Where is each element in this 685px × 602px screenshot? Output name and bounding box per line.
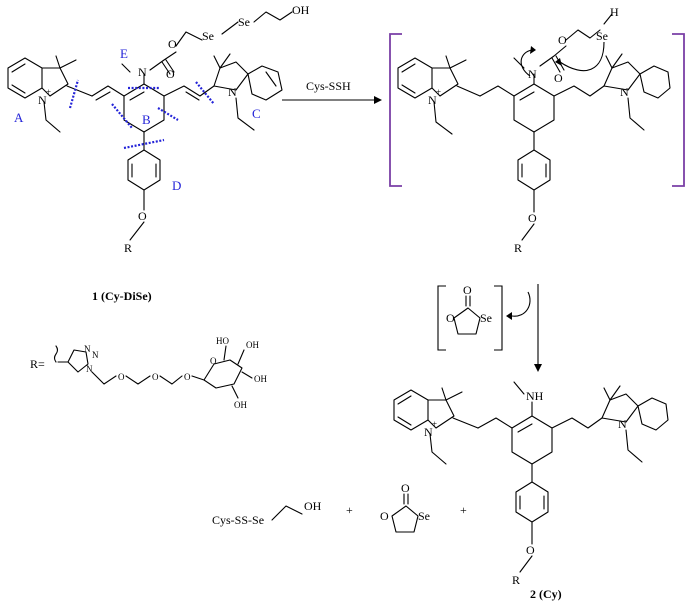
- byproduct-selenocarbonate-se: Se: [418, 509, 430, 523]
- fragment-e-label: E: [120, 46, 128, 61]
- r-group-prefix: R=: [30, 357, 45, 371]
- compound1-n-right: N: [228, 85, 237, 99]
- fragment-b-label: B: [142, 112, 151, 127]
- peg-o-2: O: [152, 372, 159, 382]
- byproduct-oh: OH: [304, 499, 322, 513]
- intermediate-o-carbonyl: O: [554, 71, 563, 85]
- plus-sign-1: +: [346, 503, 353, 517]
- cut-line-b-right: [157, 107, 179, 121]
- left-bracket: [389, 33, 402, 187]
- compound-2-structure: N + N NH O R: [393, 381, 669, 587]
- compound2-nh: NH: [526, 389, 544, 403]
- sugar-oh-3: OH: [234, 400, 247, 410]
- intermediate-r: R: [514, 241, 522, 255]
- triazole-n-2: N: [92, 350, 99, 360]
- compound1-n-carbamate: N: [138, 65, 147, 79]
- peg-o-1: O: [118, 372, 125, 382]
- intermediate-n-carbamate: N: [528, 67, 537, 81]
- cut-line-a: [68, 79, 80, 109]
- cut-line-d: [123, 138, 165, 150]
- intermediate-structure: N + N N O O Se H O R: [389, 5, 685, 255]
- compound1-plus-charge: +: [46, 87, 51, 97]
- right-bracket: [672, 33, 685, 187]
- compound2-plus-charge: +: [432, 419, 437, 429]
- compound1-o-carbonyl: O: [166, 67, 175, 81]
- cut-line-c: [195, 81, 215, 105]
- compound2-nplus: N: [424, 425, 433, 439]
- compound1-nplus: N: [38, 93, 47, 107]
- compound2-n-right: N: [618, 417, 627, 431]
- reagent-label: Cys-SSH: [306, 79, 351, 93]
- intermediate-o-ester: O: [558, 33, 567, 47]
- compound1-se-1: Se: [202, 29, 214, 43]
- intermediate-n-right: N: [620, 85, 629, 99]
- selenocarbonate-se: Se: [480, 311, 492, 325]
- compound2-o-ether: O: [526, 543, 535, 557]
- sugar-oh-2: OH: [254, 374, 267, 384]
- compound1-r: R: [124, 241, 132, 255]
- plus-sign-2: +: [460, 503, 467, 517]
- compound1-o-ester: O: [168, 37, 177, 51]
- compound-1-label: 1 (Cy-DiSe): [92, 289, 152, 303]
- compound1-se-2: Se: [238, 15, 250, 29]
- compound1-oh: OH: [292, 3, 310, 17]
- sugar-ho: HO: [216, 336, 229, 346]
- selenocarbonate-o-ring: O: [446, 311, 455, 325]
- compound1-o-ether: O: [138, 209, 147, 223]
- fragment-a-label: A: [14, 110, 24, 125]
- compound-2-label: 2 (Cy): [530, 587, 562, 601]
- fragment-c-label: C: [252, 106, 261, 121]
- reaction-arrow-2: [506, 284, 542, 372]
- byproducts-row: Cys-SS-Se OH + O O Se +: [212, 481, 467, 533]
- intermediate-se: Se: [596, 29, 608, 43]
- r-group-structure: R= N N N O O O O HO OH OH OH: [30, 336, 267, 410]
- sugar-ring-o: O: [210, 356, 217, 366]
- intermediate-o-ether: O: [528, 211, 537, 225]
- fragment-d-label: D: [172, 178, 181, 193]
- intermediate-nplus: N: [428, 93, 437, 107]
- byproduct-selenocarbonate-o-ring: O: [380, 509, 389, 523]
- triazole-n-3: N: [86, 364, 93, 374]
- triazole-n-1: N: [84, 344, 91, 354]
- compound-1-structure: N + N N O O Se Se OH O R A B C D E: [7, 3, 310, 255]
- byproduct-selenocarbonate-o-carbonyl: O: [401, 481, 410, 495]
- selenocarbonate-o-carbonyl: O: [463, 283, 472, 297]
- reaction-arrow-1: [282, 96, 382, 104]
- peg-o-3: O: [184, 372, 191, 382]
- compound2-r: R: [512, 573, 520, 587]
- byproduct-cys-ss-se: Cys-SS-Se: [212, 513, 264, 527]
- sugar-oh-1: OH: [246, 340, 259, 350]
- cyclic-selenocarbonate-expelled: O O Se: [437, 283, 503, 351]
- cut-line-b-left: [111, 103, 133, 129]
- intermediate-plus-charge: +: [436, 87, 441, 97]
- intermediate-h: H: [610, 5, 619, 19]
